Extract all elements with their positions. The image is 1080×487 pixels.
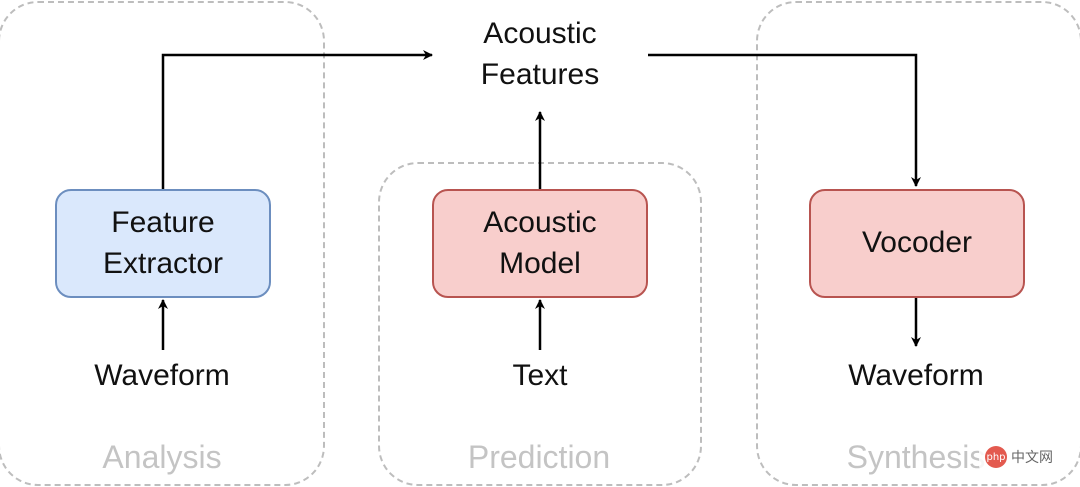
edge-extractor-to-features [161,50,433,189]
analysis-group [0,1,325,486]
edge-features-to-vocoder [648,53,921,187]
waveform-input-label: Waveform [94,359,230,392]
feature-extractor-node: Feature Extractor [55,189,271,298]
waveform-output-label: Waveform [848,359,984,392]
synthesis-group [756,1,1080,486]
prediction-group-label: Prediction [467,439,611,475]
site-watermark: php 中文网 [979,444,1059,470]
acoustic-model-node: Acoustic Model [432,189,648,298]
synthesis-group-label: Synthesis [846,439,986,475]
acoustic-features-label: Acoustic Features [480,17,600,91]
vocoder-node: Vocoder [809,189,1025,298]
text-input-label: Text [512,359,568,392]
php-logo-icon: php [985,446,1007,468]
vocoder-label: Vocoder [861,226,973,260]
feature-extractor-label: Feature Extractor [102,206,224,280]
watermark-text: 中文网 [1011,450,1053,466]
analysis-group-label: Analysis [102,439,222,475]
acoustic-model-label: Acoustic Model [483,206,597,280]
